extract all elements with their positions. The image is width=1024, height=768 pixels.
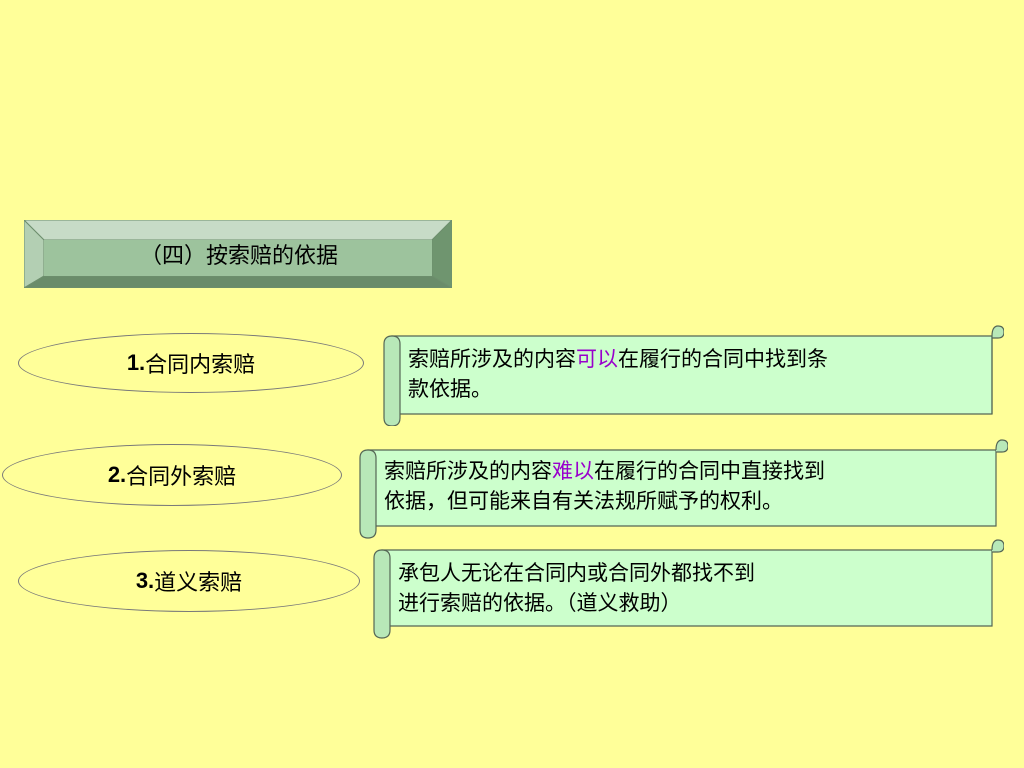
section-heading: （四）按索赔的依据 bbox=[139, 244, 338, 269]
section-heading-box bbox=[24, 220, 452, 288]
scroll-banner-2: 索赔所涉及的内容难以在履行的合同中直接找到 依据，但可能来自有关法规所赋予的权利… bbox=[356, 436, 1008, 540]
desc-text-line2: 依据，但可能来自有关法规所赋予的权利。 bbox=[384, 489, 783, 513]
scroll-text-1: 索赔所涉及的内容可以在履行的合同中找到条 款依据。 bbox=[408, 344, 828, 404]
item-label: 道义索赔 bbox=[154, 571, 243, 596]
scroll-text-2: 索赔所涉及的内容难以在履行的合同中直接找到 依据，但可能来自有关法规所赋予的权利… bbox=[384, 456, 825, 516]
scroll-banner-3: 承包人无论在合同内或合同外都找不到 进行索赔的依据。（道义救助） bbox=[370, 536, 1004, 640]
item-number: 2. bbox=[107, 462, 127, 487]
desc-text: 索赔所涉及的内容 bbox=[384, 459, 552, 483]
oval-contract-external-claim: 2.合同外索赔 bbox=[2, 444, 342, 506]
desc-text: 在履行的合同中找到条 bbox=[618, 347, 828, 371]
oval-moral-claim: 3.道义索赔 bbox=[18, 550, 360, 612]
desc-text-line2: 款依据。 bbox=[408, 377, 492, 401]
scroll-text-3: 承包人无论在合同内或合同外都找不到 进行索赔的依据。（道义救助） bbox=[398, 558, 755, 618]
desc-highlight: 难以 bbox=[552, 459, 594, 483]
item-label: 合同外索赔 bbox=[126, 465, 237, 490]
desc-text-line1: 承包人无论在合同内或合同外都找不到 bbox=[398, 561, 755, 585]
oval-contract-internal-claim: 1.合同内索赔 bbox=[18, 333, 364, 393]
scroll-banner-1: 索赔所涉及的内容可以在履行的合同中找到条 款依据。 bbox=[380, 322, 1004, 426]
item-number: 3. bbox=[135, 568, 155, 593]
desc-highlight: 可以 bbox=[576, 347, 618, 371]
item-label: 合同内索赔 bbox=[145, 353, 256, 378]
desc-text: 索赔所涉及的内容 bbox=[408, 347, 576, 371]
desc-text-line2: 进行索赔的依据。（道义救助） bbox=[398, 591, 682, 615]
item-number: 1. bbox=[126, 350, 146, 375]
desc-text: 在履行的合同中直接找到 bbox=[594, 459, 825, 483]
